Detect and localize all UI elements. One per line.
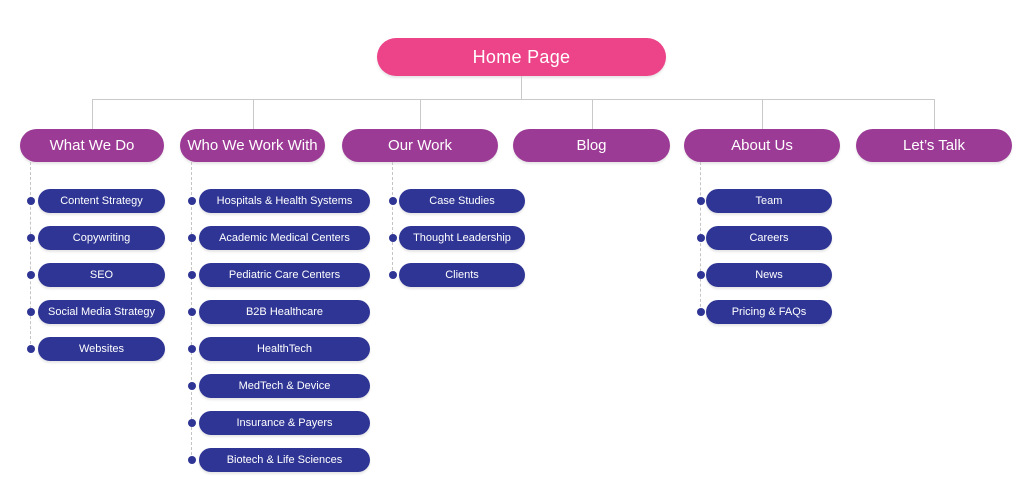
child-bullet — [187, 456, 196, 464]
child-label: Team — [755, 195, 783, 207]
child-label: Hospitals & Health Systems — [216, 195, 353, 207]
child-node-0-4[interactable]: Websites — [38, 337, 165, 361]
child-label: Copywriting — [72, 232, 131, 244]
home-page-label: Home Page — [472, 46, 571, 67]
child-node-1-6[interactable]: Insurance & Payers — [199, 411, 370, 435]
connector-drop-2 — [420, 99, 421, 129]
child-label: News — [755, 269, 783, 281]
child-bullet — [388, 197, 397, 205]
child-node-1-0[interactable]: Hospitals & Health Systems — [199, 189, 370, 213]
child-node-2-2[interactable]: Clients — [399, 263, 525, 287]
child-label: Pediatric Care Centers — [228, 269, 341, 281]
child-bullet — [696, 234, 705, 242]
child-label: SEO — [89, 269, 114, 281]
child-bullet — [696, 271, 705, 279]
section-node-3[interactable]: Blog — [513, 129, 670, 162]
child-bullet — [26, 345, 35, 353]
child-bullet — [388, 234, 397, 242]
connector-drop-0 — [92, 99, 93, 129]
child-node-1-2[interactable]: Pediatric Care Centers — [199, 263, 370, 287]
child-node-1-4[interactable]: HealthTech — [199, 337, 370, 361]
connector-drop-5 — [934, 99, 935, 129]
child-node-4-3[interactable]: Pricing & FAQs — [706, 300, 832, 324]
section-node-1[interactable]: Who We Work With — [180, 129, 325, 162]
connector-rail — [92, 99, 934, 100]
connector-root-drop — [521, 76, 522, 99]
child-label: MedTech & Device — [238, 380, 331, 392]
section-label: Blog — [576, 137, 607, 154]
section-label: About Us — [731, 137, 793, 154]
child-label: Academic Medical Centers — [219, 232, 350, 244]
child-label: Pricing & FAQs — [731, 306, 807, 318]
home-page-node[interactable]: Home Page — [377, 38, 666, 76]
child-bullet — [26, 197, 35, 205]
child-node-0-1[interactable]: Copywriting — [38, 226, 165, 250]
section-node-5[interactable]: Let’s Talk — [856, 129, 1012, 162]
section-node-2[interactable]: Our Work — [342, 129, 498, 162]
section-label: Who We Work With — [187, 137, 318, 154]
connector-drop-4 — [762, 99, 763, 129]
child-bullet — [187, 382, 196, 390]
child-label: B2B Healthcare — [245, 306, 324, 318]
connector-spine-2 — [392, 162, 393, 275]
child-bullet — [187, 234, 196, 242]
child-label: Case Studies — [429, 195, 495, 207]
section-node-4[interactable]: About Us — [684, 129, 840, 162]
section-node-0[interactable]: What We Do — [20, 129, 164, 162]
connector-spine-0 — [30, 162, 31, 349]
child-node-1-7[interactable]: Biotech & Life Sciences — [199, 448, 370, 472]
child-node-2-0[interactable]: Case Studies — [399, 189, 525, 213]
child-label: Thought Leadership — [413, 232, 511, 244]
child-bullet — [187, 271, 196, 279]
child-node-0-0[interactable]: Content Strategy — [38, 189, 165, 213]
child-label: Content Strategy — [60, 195, 143, 207]
child-label: Social Media Strategy — [48, 306, 155, 318]
child-label: Clients — [445, 269, 479, 281]
child-bullet — [696, 197, 705, 205]
child-node-4-1[interactable]: Careers — [706, 226, 832, 250]
child-node-1-3[interactable]: B2B Healthcare — [199, 300, 370, 324]
child-label: Biotech & Life Sciences — [226, 454, 343, 466]
section-label: Let’s Talk — [903, 137, 965, 154]
child-label: Insurance & Payers — [236, 417, 333, 429]
child-bullet — [187, 345, 196, 353]
child-node-2-1[interactable]: Thought Leadership — [399, 226, 525, 250]
child-bullet — [187, 308, 196, 316]
child-node-4-0[interactable]: Team — [706, 189, 832, 213]
child-label: Careers — [749, 232, 789, 244]
connector-drop-1 — [253, 99, 254, 129]
section-label: Our Work — [388, 137, 452, 154]
child-node-1-1[interactable]: Academic Medical Centers — [199, 226, 370, 250]
child-bullet — [26, 234, 35, 242]
child-bullet — [388, 271, 397, 279]
child-node-0-2[interactable]: SEO — [38, 263, 165, 287]
connector-drop-3 — [592, 99, 593, 129]
child-bullet — [187, 197, 196, 205]
child-bullet — [26, 308, 35, 316]
child-label: Websites — [78, 343, 125, 355]
child-node-4-2[interactable]: News — [706, 263, 832, 287]
child-node-1-5[interactable]: MedTech & Device — [199, 374, 370, 398]
child-bullet — [187, 419, 196, 427]
child-label: HealthTech — [256, 343, 313, 355]
child-bullet — [696, 308, 705, 316]
child-bullet — [26, 271, 35, 279]
child-node-0-3[interactable]: Social Media Strategy — [38, 300, 165, 324]
section-label: What We Do — [49, 137, 135, 154]
